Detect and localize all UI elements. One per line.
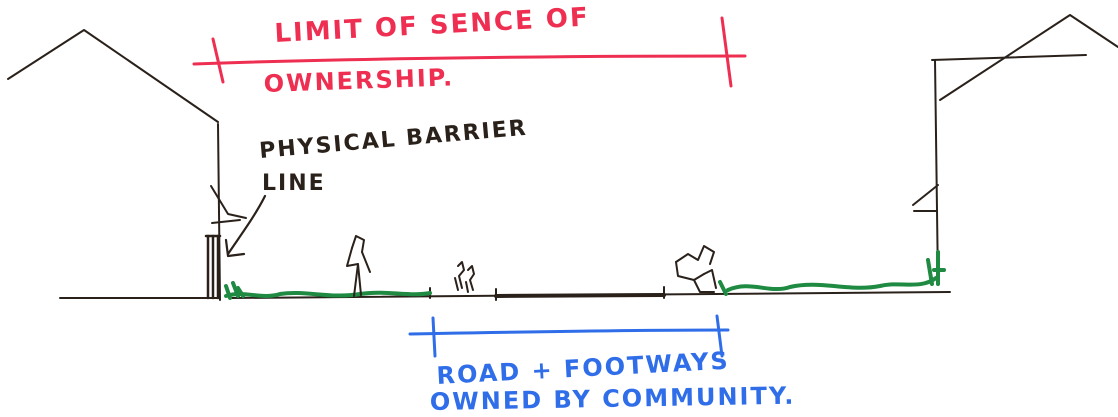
community-label-line2: OWNED BY COMMUNITY. — [430, 382, 796, 416]
green-verge — [224, 250, 946, 300]
barrier-label-line2: LINE — [262, 171, 326, 196]
boundary-fence — [204, 234, 222, 300]
person-standing — [346, 235, 371, 297]
person-crouching — [675, 245, 717, 293]
ownership-label-line1: LIMIT OF SENCE OF — [274, 3, 591, 49]
barrier-label-line1: PHYSICAL BARRIER — [258, 116, 528, 164]
community-extent-line — [408, 314, 730, 358]
right-house — [912, 14, 1118, 286]
left-house — [7, 29, 247, 301]
ownership-extent-line — [192, 16, 747, 88]
barrier-leader-arrow — [224, 194, 267, 258]
ownership-label-line2: OWNERSHIP. — [263, 63, 454, 98]
ground-line — [59, 286, 951, 301]
road-surface — [494, 293, 666, 298]
children — [454, 261, 475, 293]
